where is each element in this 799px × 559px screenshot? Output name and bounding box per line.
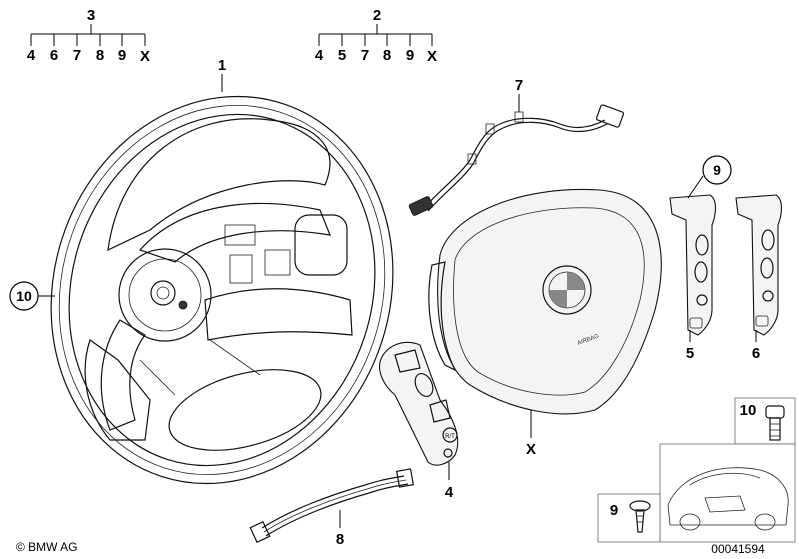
group-right-child-label: 7	[361, 47, 369, 64]
callout-steering-wheel: 1	[218, 57, 226, 74]
rt-button-label: R/T	[445, 434, 455, 440]
group-tree-right: 2 4 5 7 8 9 X	[315, 7, 437, 65]
group-right-child-label: 4	[315, 47, 324, 64]
callout-switch-screw: 9	[713, 162, 721, 178]
steering-wheel-drawing	[50, 95, 394, 485]
group-left-child-label: 4	[27, 47, 36, 64]
multifunction-switch-left-drawing: R/T	[379, 341, 459, 466]
inset-screw-label: 10	[740, 402, 757, 419]
inset-panel: 10 9	[597, 397, 796, 543]
ribbon-cable-drawing	[249, 468, 414, 544]
callout-circle	[702, 155, 732, 185]
group-left-child-label: 7	[73, 47, 81, 64]
inset-clip-label: 9	[610, 502, 618, 519]
group-right-child-label: 8	[383, 47, 391, 64]
group-left-parent-label: 3	[87, 7, 95, 24]
inset-screw-box	[734, 397, 796, 445]
part-number-text: 00041594	[711, 542, 765, 556]
group-right-parent-label: 2	[373, 7, 381, 24]
group-left-child-label: X	[140, 48, 150, 65]
copyright-text: © BMW AG	[16, 540, 78, 554]
inset-car-box	[659, 443, 796, 543]
callout-ribbon-cable: 8	[336, 531, 344, 548]
group-right-child-label: 9	[406, 47, 414, 64]
group-left-child-label: 8	[96, 47, 104, 64]
callout-cable: 7	[515, 77, 523, 94]
airbag-module-drawing: AIRBAG	[428, 188, 662, 415]
multifunction-switch-right-alt-drawing	[735, 194, 783, 336]
callout-switch-5: 5	[686, 345, 694, 362]
group-right-child-label: X	[427, 48, 437, 65]
group-left-child-label: 6	[50, 47, 58, 64]
callout-wheel-bolt: 10	[16, 288, 32, 304]
group-tree-left: 3 4 6 7 8 9 X	[27, 7, 150, 65]
callout-airbag: X	[526, 441, 536, 458]
callout-switch-6: 6	[752, 345, 760, 362]
multifunction-switch-right-drawing	[669, 194, 717, 336]
inset-clip-box	[597, 493, 661, 543]
callout-switch-4: 4	[445, 484, 454, 501]
wiring-harness-drawing	[408, 104, 625, 216]
group-right-child-label: 5	[338, 47, 346, 64]
group-left-child-label: 9	[118, 47, 126, 64]
